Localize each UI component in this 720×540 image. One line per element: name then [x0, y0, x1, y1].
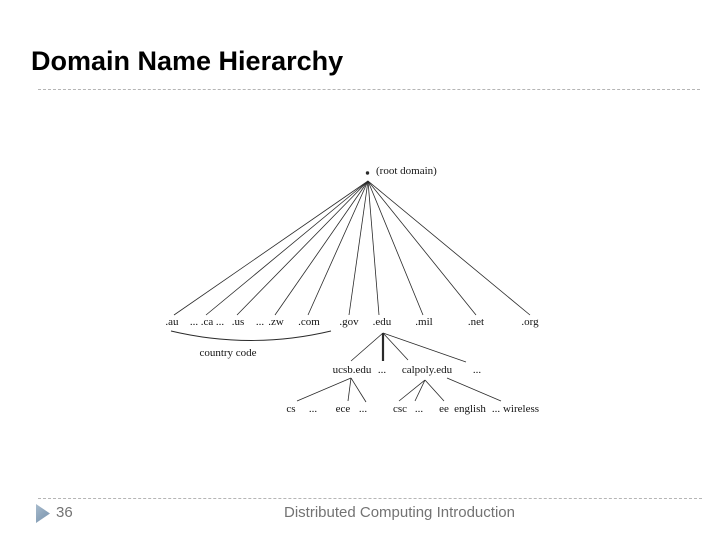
tree-edge: [367, 180, 424, 316]
tree-node-tld-net: .net: [467, 316, 485, 328]
tree-edge: [424, 379, 445, 402]
tree-edge: [205, 180, 369, 316]
tree-node-ellipsis-8: ...: [414, 403, 424, 415]
tree-node-tld-edu: .edu: [372, 316, 392, 328]
tree-node-ellipsis-6: ...: [308, 403, 318, 415]
tree-node-dept-ece: ece: [335, 403, 351, 415]
tree-edge: [307, 180, 369, 316]
tree-edge: [382, 332, 409, 361]
page-title: Domain Name Hierarchy: [31, 46, 344, 76]
tree-node-root-label: (root domain): [376, 165, 437, 177]
tree-node-dept-cs: cs: [286, 403, 296, 415]
tree-node-ellipsis-9: ...: [491, 403, 501, 415]
tree-node-dept-ee: ee: [439, 403, 449, 415]
tree-edge: [350, 332, 384, 362]
tree-node-country-code-label: country code: [199, 347, 257, 359]
tree-edge: [367, 180, 380, 316]
title-divider: [38, 89, 700, 90]
tree-node-tld-mil: .mil: [415, 316, 433, 328]
tree-node-domain-ucsb: ucsb.edu: [332, 364, 372, 376]
tree-node-ellipsis-7: ...: [358, 403, 368, 415]
footer-course-title: Distributed Computing Introduction: [284, 504, 515, 521]
footer-divider: [38, 498, 702, 499]
tree-node-ellipsis-3: ...: [255, 316, 265, 328]
tree-node-ellipsis-5: ...: [472, 364, 482, 376]
country-code-brace: [170, 330, 332, 341]
page-number: 36: [56, 504, 73, 521]
tree-node-tld-org: .org: [521, 316, 539, 328]
tree-node-tld-com: .com: [298, 316, 320, 328]
tree-node-tld-au: .au: [165, 316, 179, 328]
tree-node-tld-gov: .gov: [339, 316, 359, 328]
tree-edge: [398, 379, 426, 402]
tree-edge: [274, 180, 369, 316]
tree-node-dept-csc: csc: [392, 403, 408, 415]
tree-edge: [173, 180, 369, 316]
tree-edge: [446, 377, 502, 402]
tree-node-ellipsis-1: ...: [189, 316, 199, 328]
tree-edge: [414, 379, 426, 402]
tree-edge: [367, 180, 531, 316]
tree-edge: [347, 377, 352, 402]
tree-node-domain-calpoly: calpoly.edu: [401, 364, 453, 376]
tree-edge: [296, 377, 352, 402]
tree-node-ellipsis-4: ...: [377, 364, 387, 376]
root-dot: [365, 171, 370, 175]
tree-node-dept-english: english: [454, 403, 486, 415]
tree-node-tld-ca: .ca: [200, 316, 214, 328]
tree-edge: [350, 377, 367, 403]
tree-edge: [367, 180, 477, 316]
tree-node-tld-us: .us: [231, 316, 245, 328]
tree-edge: [236, 180, 369, 316]
tree-node-tld-zw: .zw: [268, 316, 284, 328]
tree-edge: [382, 332, 467, 363]
tree-node-ellipsis-2: ...: [215, 316, 225, 328]
tree-edge: [348, 180, 369, 316]
tree-node-dept-wireless: wireless: [502, 403, 540, 415]
